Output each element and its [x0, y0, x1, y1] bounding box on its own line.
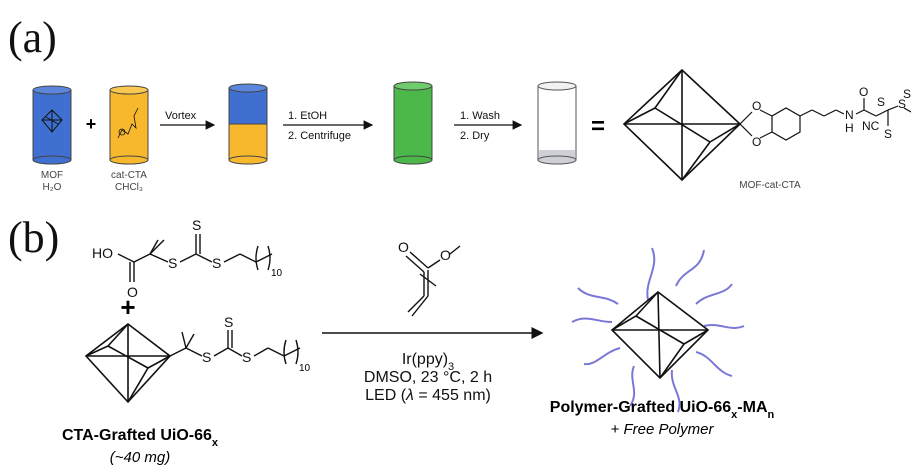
molecule-icon	[117, 107, 139, 139]
plus-sign-a: +	[86, 114, 97, 134]
grafted-cta-chain	[169, 330, 301, 365]
atom-o: O	[440, 247, 451, 263]
atom-n: N	[845, 108, 854, 122]
cta-vial	[109, 85, 149, 165]
atom-s: S	[212, 255, 221, 271]
equals-sign: =	[591, 113, 605, 140]
conditions-text: DMSO, 23 °C, 2 h	[364, 369, 492, 386]
plus-sign-b: +	[120, 292, 135, 322]
octahedron-icon	[84, 322, 172, 404]
green-vial	[393, 81, 433, 165]
atom-s: S	[242, 349, 251, 365]
atom-h: H	[845, 121, 854, 135]
free-cta-structure	[117, 234, 273, 282]
subscript-10: 10	[271, 268, 283, 279]
step3-line1: 1. Wash	[460, 110, 500, 122]
panel-label-a: (a)	[8, 13, 57, 62]
atom-nc: NC	[862, 119, 880, 133]
atom-o: O	[398, 239, 409, 255]
subscript-10: 10	[299, 363, 311, 374]
dry-vial	[537, 81, 577, 165]
biphasic-vial	[228, 83, 268, 165]
atom-s: S	[224, 314, 233, 330]
octahedron-icon	[622, 68, 742, 182]
mof-label: MOF	[41, 170, 63, 181]
atom-s: S	[877, 95, 885, 109]
mof-vial	[32, 85, 72, 165]
cta-label: cat-CTA	[111, 170, 147, 181]
atom-o: O	[752, 135, 761, 149]
atom-o: O	[752, 99, 761, 113]
polymer-chains	[571, 247, 745, 413]
step3-line2: 2. Dry	[460, 130, 490, 142]
cta-solvent: CHCl₃	[115, 182, 143, 193]
atom-s: S	[884, 127, 892, 141]
atom-s: S	[192, 217, 201, 233]
right-product-title: Polymer-Grafted UiO-66x-MAn	[550, 399, 775, 421]
octahedron-icon	[41, 109, 63, 133]
atom-s: S	[168, 255, 177, 271]
panel-label-b: (b)	[8, 213, 59, 262]
octahedron-icon	[610, 290, 710, 380]
atom-s: S	[898, 97, 906, 111]
step2-line1: 1. EtOH	[288, 110, 327, 122]
led-text: LED (λ = 455 nm)	[365, 387, 491, 404]
right-product-subtitle: + Free Polymer	[611, 421, 715, 438]
left-product-title: CTA-Grafted UiO-66x	[62, 427, 219, 449]
atom-s: S	[903, 87, 911, 101]
catalyst-text: Ir(ppy)3	[402, 351, 454, 373]
atom-ho: HO	[92, 245, 113, 261]
methyl-acrylate-structure	[405, 245, 461, 317]
step2-line2: 2. Centrifuge	[288, 130, 351, 142]
catechol-cta-structure	[739, 98, 911, 141]
atom-o: O	[127, 284, 138, 300]
left-product-mass: (~40 mg)	[110, 449, 170, 466]
atom-o: O	[859, 85, 868, 99]
mof-solvent: H₂O	[43, 182, 62, 193]
product-label: MOF-cat-CTA	[739, 180, 801, 191]
vortex-label: Vortex	[165, 110, 197, 122]
atom-s: S	[202, 349, 211, 365]
